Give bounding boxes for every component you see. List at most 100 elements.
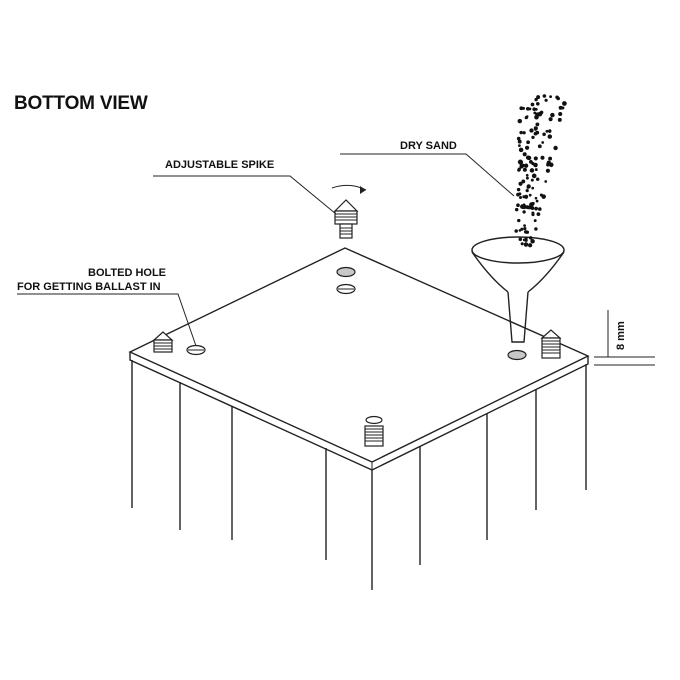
funnel-icon [471, 236, 565, 343]
sand-grain [523, 194, 529, 199]
sand-grain [553, 145, 558, 151]
sand-grain [562, 101, 567, 106]
sand-grain [561, 106, 565, 110]
sand-grain [517, 218, 521, 223]
sand-grain [542, 132, 546, 137]
sand-grains-icon [514, 94, 567, 248]
sand-grain [530, 239, 535, 244]
sand-grain [531, 173, 537, 179]
sand-grain [517, 167, 521, 171]
sand-grain [557, 117, 562, 122]
sand-grain [544, 180, 548, 183]
sand-grain [516, 203, 520, 207]
sand-grain [530, 178, 534, 182]
sand-grain [538, 207, 542, 211]
sand-grain [536, 212, 541, 217]
sand-grain [527, 205, 532, 210]
sand-grain [524, 243, 528, 247]
sand-grain [558, 111, 563, 117]
sand-grain [530, 168, 534, 173]
adjustable-spike-label: ADJUSTABLE SPIKE [165, 159, 274, 171]
sand-grain [518, 237, 523, 242]
sand-grain [518, 181, 523, 186]
sand-grain [522, 167, 527, 172]
sand-grain [539, 110, 544, 115]
sand-grain [525, 230, 530, 234]
sand-grain [533, 156, 538, 161]
sand-grain [528, 193, 532, 197]
sand-grain [533, 219, 537, 223]
sand-grain [521, 204, 527, 210]
sand-grain [525, 176, 529, 180]
sand-grain [535, 177, 540, 181]
sand-grain [528, 107, 532, 111]
sand-grain [530, 102, 535, 107]
sand-grain [525, 188, 529, 193]
sand-grain [533, 131, 538, 136]
sand-grain [535, 199, 539, 203]
sand-grain [521, 179, 526, 184]
platform-legs [131, 360, 587, 590]
sand-grain [525, 173, 529, 177]
spike-foot-icon [364, 415, 384, 447]
label-dry-sand: DRY SAND [340, 140, 515, 197]
spike-foot-icon [152, 331, 174, 353]
sand-grain [520, 227, 524, 231]
sand-grain [529, 128, 534, 133]
sand-grain [556, 96, 560, 101]
sand-grain [527, 243, 533, 248]
sand-grain [544, 98, 548, 102]
sand-grain [526, 186, 530, 189]
sand-grain [522, 106, 525, 110]
sand-grain [517, 118, 523, 124]
sand-grain [537, 144, 542, 149]
sand-grain [546, 160, 551, 165]
sand-grain [534, 168, 538, 172]
sand-grain [519, 106, 524, 111]
sand-grain [524, 145, 530, 150]
sand-grain [514, 207, 519, 212]
sand-grain [550, 112, 555, 118]
sand-grain [535, 101, 540, 106]
sand-grain [518, 144, 521, 147]
sand-grain [517, 159, 523, 165]
dimension-label: 8 mm [615, 321, 627, 350]
label-adjustable-spike: ADJUSTABLE SPIKE [153, 159, 337, 215]
sand-grain [526, 155, 532, 161]
dimension-marker: 8 mm [594, 310, 655, 366]
sand-grain [534, 97, 538, 102]
spike-foot-icon [333, 199, 359, 239]
sand-grain [540, 155, 545, 160]
sand-grain [522, 152, 527, 157]
sand-grain [548, 156, 553, 161]
sand-grain [517, 139, 522, 144]
sand-grain [516, 187, 521, 192]
sand-grain [529, 202, 534, 207]
sand-grain [535, 122, 540, 127]
sand-grain [524, 236, 528, 240]
sand-grain [534, 128, 537, 131]
sand-grain [545, 168, 550, 173]
sand-grain [546, 163, 550, 167]
sand-grain [526, 140, 530, 145]
sand-grain [547, 134, 553, 139]
sand-grain [529, 160, 533, 164]
sand-grain [548, 129, 552, 133]
hole-back [336, 266, 356, 278]
dry-sand-label: DRY SAND [400, 140, 457, 152]
sand-grain [519, 130, 523, 135]
sand-grain [531, 186, 535, 190]
sand-grain [534, 196, 538, 200]
hole-right-filling [507, 349, 527, 361]
sand-grain [523, 227, 527, 231]
sand-grain [518, 192, 522, 196]
bolted-hole-label-line2: FOR GETTING BALLAST IN [17, 281, 161, 293]
sand-grain [534, 114, 539, 120]
sand-grain [522, 131, 526, 135]
sand-grain [522, 210, 526, 214]
sand-grain [532, 107, 536, 111]
sand-grain [545, 129, 549, 133]
rotation-arrow-icon [331, 184, 367, 194]
sand-grain [541, 141, 545, 144]
